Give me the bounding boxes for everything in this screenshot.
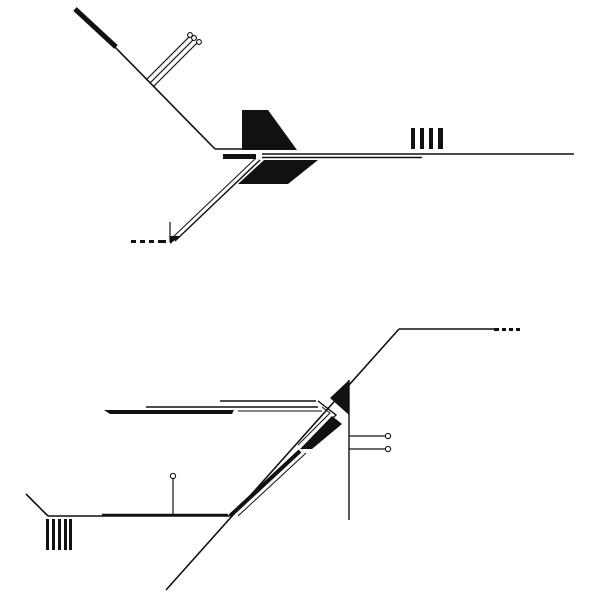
pin-node-icon bbox=[187, 32, 193, 38]
top-thick-diagonal-stub bbox=[73, 7, 118, 49]
top-lower-wedge bbox=[238, 160, 318, 184]
top-down-left-trace-parallel bbox=[171, 157, 257, 239]
pin-node-icon bbox=[196, 39, 202, 45]
pin-node-icon bbox=[384, 432, 392, 440]
top-down-left-trace bbox=[174, 159, 261, 242]
top-pin-lines bbox=[145, 35, 199, 87]
pin-node-icon bbox=[384, 445, 392, 453]
top-circuit-group bbox=[73, 7, 574, 244]
bottom-diagonal-wedge bbox=[300, 416, 342, 449]
top-corner-wedge bbox=[170, 236, 180, 244]
top-thick-bar bbox=[223, 154, 256, 159]
bottom-circuit-group bbox=[25, 328, 520, 591]
bottom-bar-glyph-icon bbox=[46, 519, 72, 550]
top-bar-glyph-icon bbox=[411, 128, 443, 149]
bottom-left-diagonal-stub bbox=[25, 493, 49, 517]
bottom-bent-trace-inner bbox=[297, 406, 331, 446]
top-upper-wedge bbox=[242, 110, 297, 150]
bottom-thick-diagonal bbox=[228, 449, 302, 518]
bottom-long-diagonal bbox=[165, 328, 400, 591]
bottom-triangle-wedge bbox=[330, 380, 349, 415]
top-dashed-terminal-icon bbox=[131, 240, 166, 243]
pin-node-icon bbox=[191, 35, 197, 41]
top-pin-node-icons bbox=[187, 32, 202, 45]
pin-node-icon bbox=[169, 472, 177, 480]
bottom-dashed-terminal-icon bbox=[494, 328, 520, 331]
bottom-thick-horizontal-bar bbox=[104, 410, 234, 414]
top-diagonal-trace bbox=[111, 43, 216, 150]
bottom-thin-diagonal-parallel bbox=[237, 452, 307, 517]
